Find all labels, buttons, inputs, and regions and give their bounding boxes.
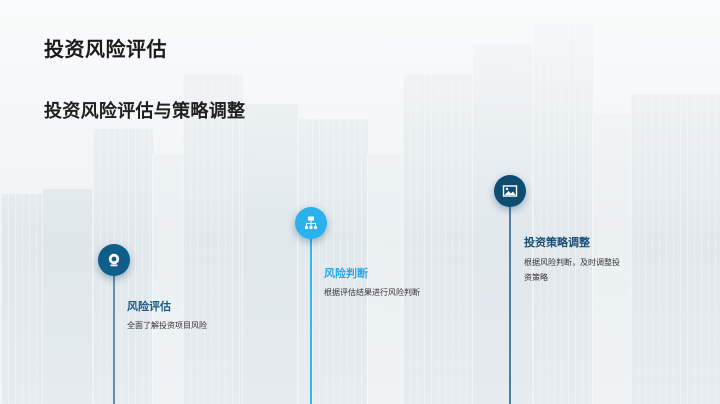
step-1-description: 全面了解投资项目风险: [127, 321, 207, 330]
step-3-node: [494, 175, 526, 207]
timeline-line-3: [509, 206, 511, 404]
step-2-title: 风险判断: [324, 267, 368, 280]
image-icon: [502, 185, 518, 197]
step-2-node: [295, 207, 327, 239]
step-3-description: 根据风险判断，及时调整投资策略: [524, 258, 620, 282]
step-3-title: 投资策略调整: [524, 236, 590, 249]
timeline-line-2: [310, 238, 312, 404]
slide-title: 投资风险评估: [44, 37, 167, 61]
sitemap-icon: [304, 216, 318, 230]
step-1-node: [98, 244, 130, 276]
timeline-line-1: [113, 276, 115, 404]
step-2-description: 根据评估结果进行风险判断: [324, 288, 420, 297]
step-1-title: 风险评估: [127, 300, 171, 313]
slide-subtitle: 投资风险评估与策略调整: [44, 101, 246, 122]
webcam-icon: [108, 253, 120, 267]
